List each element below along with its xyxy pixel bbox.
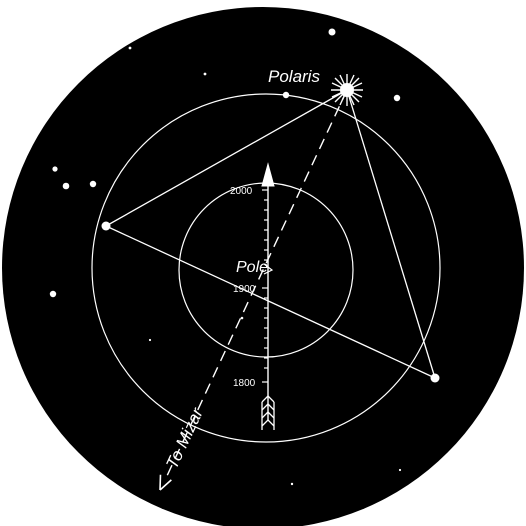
star-dot (90, 181, 96, 187)
star-dot (291, 483, 293, 485)
star-dot (241, 317, 244, 320)
star-dot (149, 339, 151, 341)
polaris-label: Polaris (268, 67, 320, 86)
star-dot (102, 222, 111, 231)
star-dot (283, 92, 289, 98)
scale-tick-label: 1900 (233, 284, 256, 295)
star-dot (329, 29, 336, 36)
star-dot (204, 73, 207, 76)
star-dot (431, 374, 440, 383)
star-dot (52, 166, 57, 171)
pole-label: Pole (236, 259, 268, 276)
star-dot (63, 183, 70, 190)
scale-tick-label: 1800 (233, 378, 256, 389)
star-dot (129, 47, 132, 50)
scale-tick-label: 2000 (230, 186, 253, 197)
star-dot (399, 469, 401, 471)
star-dot (50, 291, 56, 297)
star-burst-icon (331, 74, 363, 106)
star-dot (394, 95, 400, 101)
